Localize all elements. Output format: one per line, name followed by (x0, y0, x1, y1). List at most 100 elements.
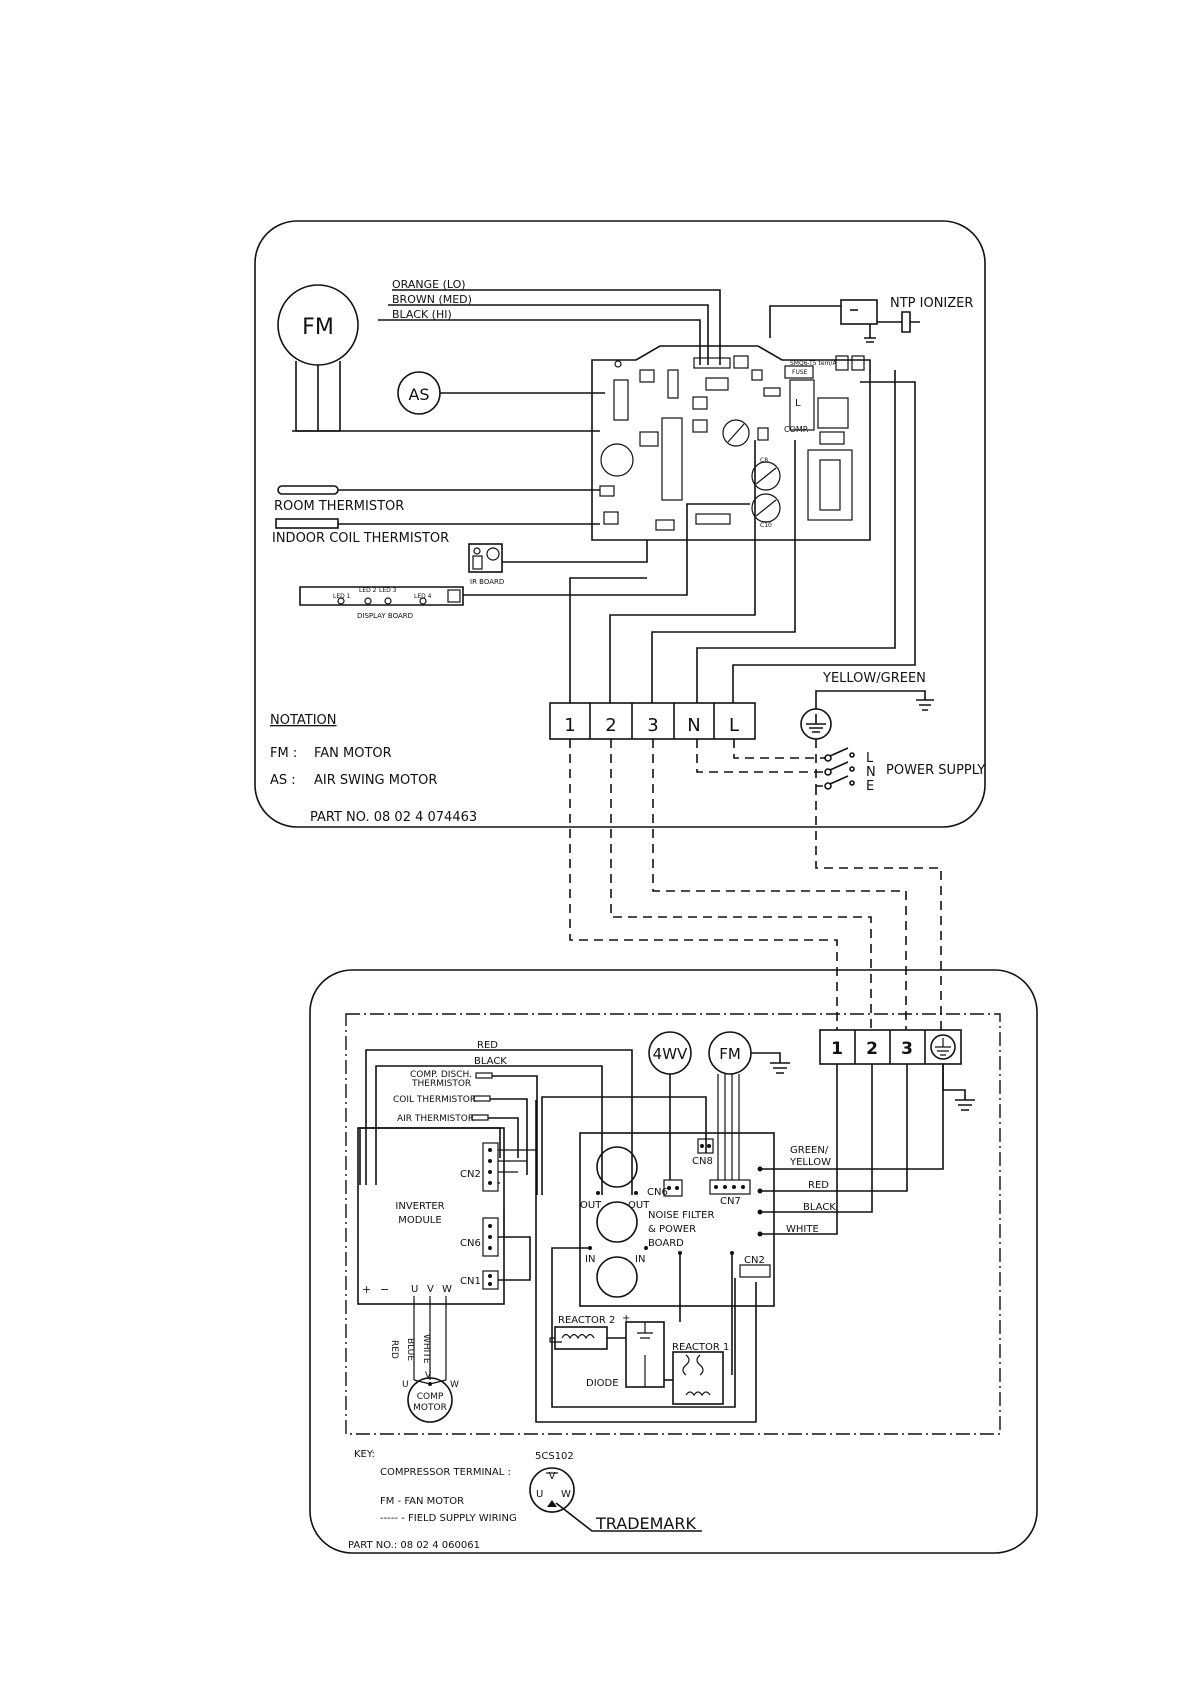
noise-filter-label-2: & POWER (648, 1224, 696, 1235)
notation: NOTATION FM : FAN MOTOR AS : AIR SWING M… (270, 713, 477, 825)
led-3-label: LED 3 (379, 587, 397, 594)
led-1-label: LED 1 (333, 593, 351, 600)
ntp-ionizer: NTP IONIZER (769, 296, 973, 343)
inverter-label-2: MODULE (398, 1215, 441, 1226)
indoor-terminal-1: 1 (564, 715, 575, 736)
display-board: LED 1 LED 2 LED 3 LED 4 DISPLAY BOARD (299, 540, 688, 620)
comp-terminal-v: V (425, 1371, 432, 1381)
notation-fm-key: FM : (270, 746, 297, 761)
led-4-label: LED 4 (414, 593, 432, 600)
outdoor-fan-label: FM (719, 1045, 741, 1063)
board-red-label: RED (808, 1180, 829, 1191)
key-terminal-v: V (549, 1471, 556, 1482)
ionizer-label: NTP IONIZER (890, 296, 973, 311)
diode-plus: + (622, 1313, 630, 1324)
outdoor-terminal-3: 3 (901, 1039, 913, 1059)
outdoor-part-no: PART NO.: 08 02 4 060061 (348, 1540, 480, 1551)
out-left-label: OUT (580, 1200, 602, 1211)
in-left-label: IN (585, 1254, 595, 1265)
outdoor-fan-motor: FM (708, 1031, 790, 1180)
supply-l: L (866, 751, 874, 766)
board-cn6-label: CN6 (647, 1187, 668, 1198)
key-title: KEY: (354, 1449, 375, 1460)
inverter-cn6-label: CN6 (460, 1238, 481, 1249)
terminal-model-label: 5CS102 (535, 1451, 574, 1462)
room-thermistor: ROOM THERMISTOR (274, 485, 600, 514)
supply-n: N (866, 765, 876, 780)
outdoor-coil-thermistor: COIL THERMISTOR (393, 1095, 528, 1175)
valve-label: 4WV (653, 1045, 688, 1063)
inverter-u: U (411, 1284, 418, 1295)
outdoor-unit-boundary (345, 1013, 1001, 1435)
indoor-terminal-3: 3 (647, 715, 658, 736)
indoor-fan-motor: FM (277, 284, 600, 432)
indoor-panel-border (254, 220, 986, 828)
indoor-earth: YELLOW/GREEN (800, 671, 934, 740)
green-yellow-label-1: GREEN/ (790, 1145, 829, 1156)
outdoor-terminal-block: 1 2 3 (819, 1029, 975, 1111)
notation-as: AIR SWING MOTOR (314, 773, 437, 788)
comp-terminal-u: U (402, 1380, 409, 1390)
inverter-cn1-label: CN1 (460, 1276, 481, 1287)
reactor-diode-section: REACTOR 2 + DIODE REACTOR 1 (535, 1100, 757, 1423)
wire-black (378, 319, 701, 365)
in-right-label: IN (635, 1254, 645, 1265)
wire-black-label: BLACK (HI) (392, 308, 452, 321)
board-cn2-label: CN2 (744, 1255, 765, 1266)
diode-label: DIODE (586, 1378, 619, 1389)
comp-disch-label-1: COMP. DISCH. (410, 1070, 472, 1080)
noise-filter-label-1: NOISE FILTER (648, 1210, 714, 1221)
wire-brown-label: BROWN (MED) (392, 293, 472, 306)
outdoor-terminal-2: 2 (866, 1039, 878, 1059)
indoor-fan-motor-label: FM (302, 315, 334, 340)
key-terminal-w: W (561, 1489, 571, 1500)
inverter-w: W (442, 1284, 452, 1295)
comp-disch-thermistor: COMP. DISCH. THERMISTOR (410, 1070, 538, 1195)
wire-orange-label: ORANGE (LO) (392, 278, 466, 291)
noise-filter-label-3: BOARD (648, 1238, 684, 1249)
comp-motor-label-1: COMP (417, 1392, 444, 1402)
pcb-outline (591, 345, 871, 541)
noise-filter-power-board: OUT OUT IN IN CN6 CN8 CN7 NOISE FILTER &… (579, 1132, 836, 1307)
reactor-1-label: REACTOR 1 (672, 1342, 729, 1353)
compressor-motor: RED BLUE WHITE COMP MOTOR U V W (389, 1296, 459, 1423)
coil-thermistor-label: INDOOR COIL THERMISTOR (272, 531, 449, 546)
indoor-terminal-2: 2 (605, 715, 616, 736)
out-right-label: OUT (628, 1200, 650, 1211)
compressor-terminal-label: COMPRESSOR TERMINAL : (380, 1467, 511, 1478)
outdoor-unit-panel: 1 2 3 4WV FM RED BLACK COMP. DISCH. (309, 969, 1038, 1554)
outdoor-terminal-1: 1 (831, 1039, 843, 1059)
indoor-unit-panel: FM ORANGE (LO) BROWN (MED) BLACK (HI) AS… (254, 220, 986, 828)
outdoor-wire-red-label: RED (477, 1040, 498, 1051)
fuse-part: SMQ6-T5 tem/A (790, 360, 837, 367)
field-supply-wiring (569, 739, 942, 1030)
inverter-module: INVERTER MODULE CN2 CN6 CN1 + − U V W (357, 1127, 537, 1305)
inverter-plus: + (362, 1283, 371, 1296)
wire-orange (392, 289, 721, 365)
cn7-label: CN7 (720, 1196, 741, 1207)
comp-wire-blue: BLUE (405, 1338, 415, 1361)
power-supply: L N E POWER SUPPLY (696, 739, 985, 794)
notation-as-key: AS : (270, 773, 296, 788)
board-black-label: BLACK (803, 1202, 836, 1213)
inverter-cn2-label: CN2 (460, 1169, 481, 1180)
c8-label: C8 (760, 457, 768, 464)
comp-terminal-w: W (450, 1380, 459, 1390)
notation-title: NOTATION (270, 713, 337, 728)
board-white-label: WHITE (786, 1224, 819, 1235)
inverter-v: V (427, 1284, 434, 1295)
notation-fm: FAN MOTOR (314, 746, 392, 761)
outdoor-wire-black-label: BLACK (474, 1056, 507, 1067)
comp-wire-red: RED (389, 1340, 399, 1359)
earth-colour-label: YELLOW/GREEN (822, 671, 926, 686)
ir-board-label: IR BOARD (470, 578, 504, 586)
inverter-minus: − (380, 1283, 389, 1296)
comp-disch-label-2: THERMISTOR (411, 1079, 471, 1089)
comp-wire-white: WHITE (421, 1334, 431, 1364)
supply-e: E (866, 779, 874, 794)
wire-brown (388, 304, 709, 365)
air-swing-motor: AS (397, 371, 605, 415)
comp-label: COMP. (784, 425, 809, 434)
fm-key-label: FM - FAN MOTOR (380, 1496, 464, 1507)
